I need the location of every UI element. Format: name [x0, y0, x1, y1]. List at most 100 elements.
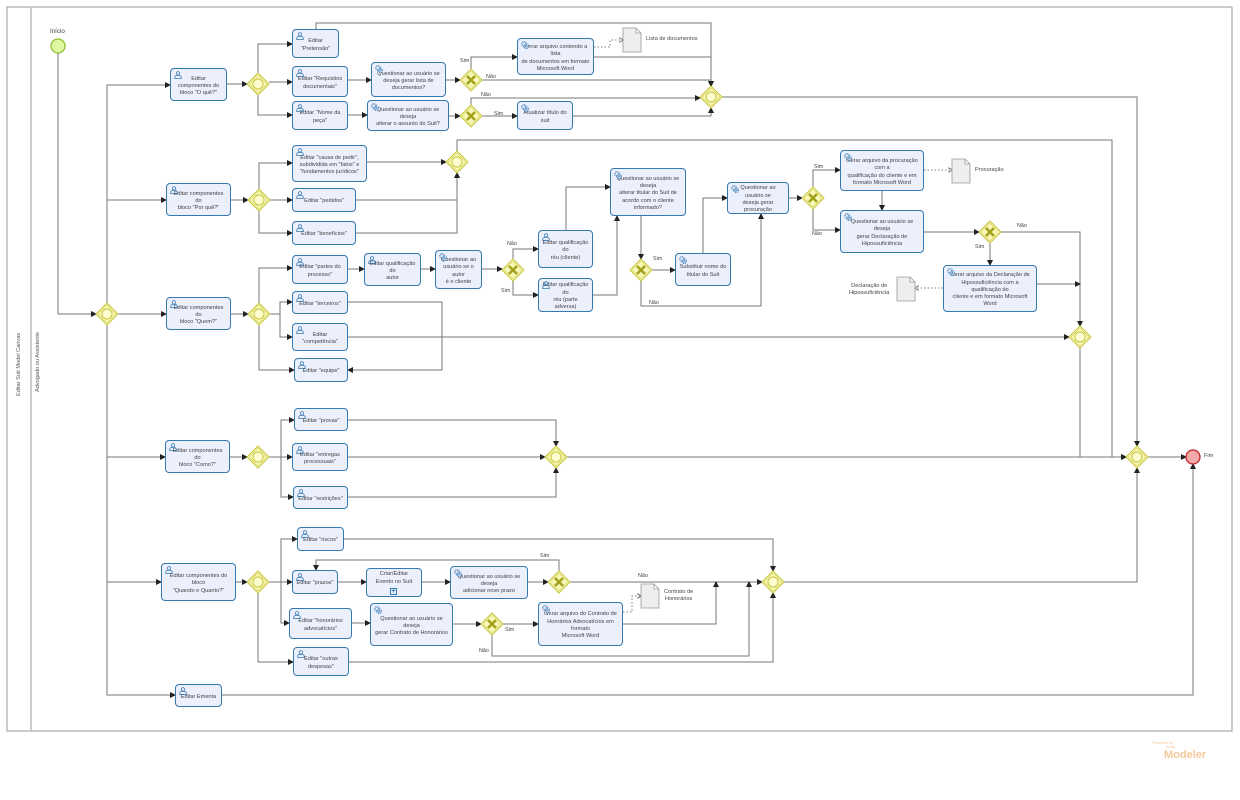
- user-task-t-prazos[interactable]: Editar "prazos": [292, 570, 338, 594]
- inclusive-gateway-g1m[interactable]: [699, 85, 723, 109]
- sequence-flow[interactable]: [258, 265, 293, 303]
- exclusive-gateway-x1[interactable]: [459, 68, 483, 92]
- exclusive-gateway-x6[interactable]: [978, 220, 1002, 244]
- service-task-q-titular[interactable]: Questionar ao usuário se deseja alterar …: [610, 168, 686, 216]
- user-task-t-provas[interactable]: Editar "provas": [294, 408, 348, 431]
- sequence-flow[interactable]: [623, 581, 719, 625]
- sequence-flow[interactable]: [512, 281, 539, 298]
- sequence-flow[interactable]: [257, 95, 293, 118]
- sequence-flow[interactable]: [222, 463, 1196, 696]
- sequence-flow[interactable]: [257, 593, 294, 665]
- inclusive-gateway-g2m[interactable]: [445, 150, 469, 174]
- user-task-t-como[interactable]: Editar componentes do bloco "Como?": [165, 440, 230, 473]
- sequence-flow[interactable]: [593, 215, 620, 296]
- service-task-s-titular[interactable]: Substituir nome do titular do Suit: [675, 253, 731, 286]
- sequence-flow[interactable]: [640, 213, 764, 307]
- sequence-flow[interactable]: [470, 54, 518, 69]
- user-task-t-qual-autor[interactable]: Editar qualificação do autor: [364, 253, 421, 286]
- sequence-flow[interactable]: [348, 467, 559, 498]
- inclusive-gateway-g3[interactable]: [247, 302, 271, 326]
- inclusive-gateway-g2[interactable]: [247, 188, 271, 212]
- sequence-flow[interactable]: [280, 457, 294, 500]
- sequence-flow[interactable]: [269, 417, 295, 458]
- inclusive-gateway-gf[interactable]: [1125, 445, 1149, 469]
- user-task-t-pedidos[interactable]: Editar "pedidos": [292, 188, 356, 212]
- service-task-s-titulo[interactable]: Atualizar título do suit: [517, 101, 573, 130]
- sequence-flow[interactable]: [573, 107, 714, 117]
- sequence-flow[interactable]: [270, 299, 293, 315]
- sequence-flow[interactable]: [812, 167, 841, 187]
- inclusive-gateway-g4m[interactable]: [544, 445, 568, 469]
- sequence-flow[interactable]: [106, 325, 176, 698]
- exclusive-gateway-x5[interactable]: [801, 186, 825, 210]
- service-task-q-lista[interactable]: Questionar ao usuário se deseja gerar li…: [371, 62, 446, 97]
- exclusive-gateway-x8[interactable]: [480, 612, 504, 636]
- service-task-s-contrato[interactable]: Gerar arquivo do Contrato de Honrários A…: [538, 602, 623, 646]
- sequence-flow[interactable]: [356, 172, 460, 234]
- user-task-t-quem[interactable]: Editar componentes do bloco "Quem?": [166, 297, 231, 330]
- sequence-flow[interactable]: [348, 419, 559, 447]
- sequence-flow[interactable]: [258, 160, 293, 189]
- service-task-s-hipo[interactable]: Gerar arquivo da Declaração de Hipossufi…: [943, 265, 1037, 312]
- user-task-t-beneficios[interactable]: Editar "benefícios": [292, 221, 356, 245]
- user-task-t-porque[interactable]: Editar componentes do bloco "Por quê?": [166, 183, 231, 216]
- user-task-t-riscos[interactable]: Editar "riscos": [297, 527, 344, 551]
- sequence-flow[interactable]: [784, 467, 1140, 583]
- end-event-icon[interactable]: [1185, 449, 1201, 465]
- user-task-t-ementa[interactable]: Editar Ementa: [175, 684, 222, 707]
- service-task-q-hipo[interactable]: Questionar ao usuário se deseja gerar De…: [840, 210, 924, 253]
- service-task-q-assunto[interactable]: Questionar ao usuário se deseja alterar …: [367, 100, 449, 131]
- user-task-t-competencia[interactable]: Editar "competência": [292, 323, 348, 351]
- service-task-q-procuracao[interactable]: Questionar ao usuário se deseja gerar pr…: [727, 182, 789, 214]
- service-task-s-lista[interactable]: Gerar arquivo contendo a lista de docume…: [517, 38, 594, 75]
- inclusive-gateway-g0[interactable]: [95, 302, 119, 326]
- service-task-q-prazo[interactable]: Questionar ao usuário se deseja adiciona…: [450, 566, 528, 599]
- user-task-t-entregas[interactable]: Editar "entregas processuais": [292, 443, 348, 471]
- inclusive-gateway-g1[interactable]: [246, 72, 270, 96]
- sequence-flow[interactable]: [344, 538, 776, 572]
- user-task-t-quando[interactable]: Editar componentes do bloco "Quando e Qu…: [161, 563, 236, 601]
- inclusive-gateway-g5[interactable]: [246, 570, 270, 594]
- user-task-t-causa[interactable]: Editar "causa de pedir", subdividida em …: [292, 145, 367, 182]
- sequence-flow[interactable]: [279, 314, 293, 340]
- sequence-flow[interactable]: [565, 184, 611, 230]
- inclusive-gateway-g5m[interactable]: [761, 570, 785, 594]
- sequence-flow[interactable]: [594, 56, 714, 87]
- data-object-document-icon[interactable]: [951, 158, 971, 184]
- sequence-flow[interactable]: [106, 82, 171, 303]
- user-task-t-reu-adversa[interactable]: Editar qualificação do réu (parte advers…: [538, 278, 593, 312]
- user-task-t-despesas[interactable]: Editar "outras despesas": [293, 647, 349, 676]
- user-task-t-honorarios[interactable]: Editar "honorários advocatícios": [289, 608, 352, 639]
- user-task-t-nome[interactable]: Editar "Nome da peça": [292, 101, 348, 130]
- sequence-flow[interactable]: [57, 53, 97, 317]
- sequence-flow[interactable]: [470, 95, 701, 105]
- user-task-t-terceiros[interactable]: Editar "terceiros": [292, 291, 348, 314]
- service-task-q-autor[interactable]: Questionar ao usuário se o autor é o cli…: [435, 250, 482, 289]
- subprocess-sp-evento[interactable]: +Criar/Editar Evento no Suit: [366, 568, 422, 597]
- exclusive-gateway-x7[interactable]: [547, 570, 571, 594]
- sequence-flow[interactable]: [313, 559, 560, 571]
- user-task-t-oque[interactable]: Editar componentes do bloco "O quê?": [170, 68, 227, 101]
- exclusive-gateway-x4[interactable]: [629, 258, 653, 282]
- sequence-flow[interactable]: [280, 582, 290, 626]
- user-task-t-equipe[interactable]: Editar "equipe": [294, 358, 348, 382]
- user-task-t-restricoes[interactable]: Editar "restrições": [293, 486, 348, 509]
- sequence-flow[interactable]: [356, 172, 460, 201]
- sequence-flow[interactable]: [1079, 348, 1127, 460]
- sequence-flow[interactable]: [812, 209, 841, 233]
- user-task-t-requisitos[interactable]: Editar "Requisitos documentais": [292, 66, 348, 97]
- inclusive-gateway-g4[interactable]: [246, 445, 270, 469]
- sequence-flow[interactable]: [347, 301, 443, 373]
- sequence-flow[interactable]: [269, 536, 298, 583]
- service-task-s-procuracao[interactable]: Gerar arquivo da procuração com a qualif…: [840, 150, 924, 191]
- start-event-icon[interactable]: [50, 38, 66, 54]
- subprocess-expand-icon[interactable]: +: [390, 588, 397, 595]
- inclusive-gateway-g3m[interactable]: [1068, 325, 1092, 349]
- sequence-flow[interactable]: [257, 41, 293, 73]
- sequence-flow[interactable]: [491, 581, 752, 657]
- sequence-flow[interactable]: [482, 79, 714, 87]
- data-object-document-icon[interactable]: [640, 583, 660, 609]
- exclusive-gateway-x3[interactable]: [501, 258, 525, 282]
- user-task-t-reu-cliente[interactable]: Editar qualificação do réu (cliente): [538, 230, 593, 268]
- sequence-flow[interactable]: [315, 22, 714, 87]
